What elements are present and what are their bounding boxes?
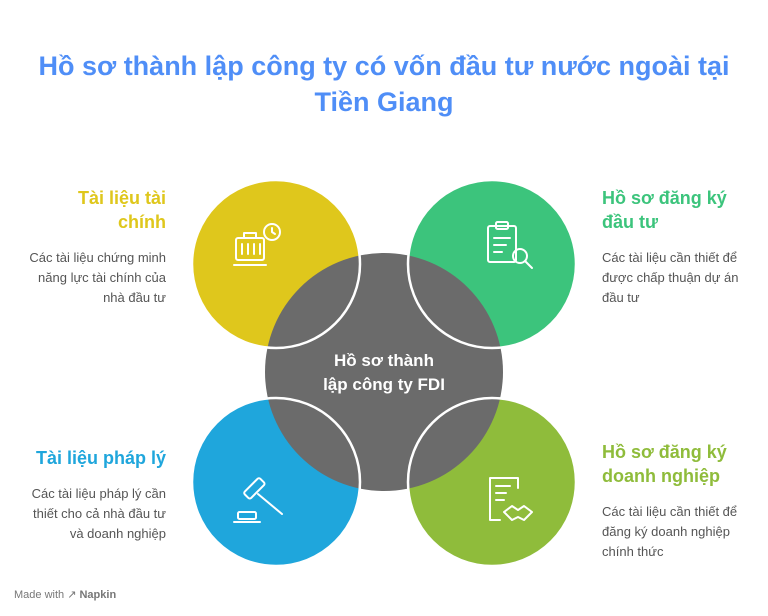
footer: Made with ↗ Napkin (14, 588, 116, 601)
napkin-logo-icon: ↗ (67, 589, 77, 601)
footer-made-with: Made with (14, 589, 65, 601)
section-top-left: Tài liệu tài chính Các tài liệu chứng mi… (20, 186, 166, 308)
contract-handshake-icon (489, 477, 533, 521)
section-description: Các tài liệu cần thiết để được chấp thuậ… (602, 250, 739, 305)
section-heading: Hồ sơ đăng ký doanh nghiệp (602, 442, 727, 486)
circle-center (265, 253, 503, 491)
page-title: Hồ sơ thành lập công ty có vốn đầu tư nư… (0, 48, 768, 120)
section-bottom-left: Tài liệu pháp lý Các tài liệu pháp lý cầ… (20, 446, 166, 544)
section-description: Các tài liệu pháp lý cần thiết cho cả nh… (31, 486, 166, 541)
title-line-1: Hồ sơ thành lập công ty có vốn đầu tư nư… (38, 51, 730, 81)
briefcase-clock-icon (233, 223, 281, 266)
section-top-right: Hồ sơ đăng ký đầu tư Các tài liệu cần th… (602, 186, 752, 308)
section-bottom-right: Hồ sơ đăng ký doanh nghiệp Các tài liệu … (602, 440, 752, 562)
title-line-2: Tiền Giang (314, 87, 454, 117)
section-heading: Tài liệu tài chính (77, 188, 166, 232)
section-description: Các tài liệu chứng minh năng lực tài chí… (29, 250, 166, 305)
section-heading: Hồ sơ đăng ký đầu tư (602, 188, 727, 232)
clipboard-search-icon (487, 221, 533, 269)
section-heading: Tài liệu pháp lý (35, 448, 166, 468)
section-description: Các tài liệu cần thiết để đăng ký doanh … (602, 504, 738, 559)
center-label-line-1: Hồ sơ thành (334, 351, 434, 370)
footer-brand: Napkin (79, 589, 117, 601)
gavel-icon (233, 477, 283, 523)
center-label-line-2: lập công ty FDI (323, 375, 445, 394)
